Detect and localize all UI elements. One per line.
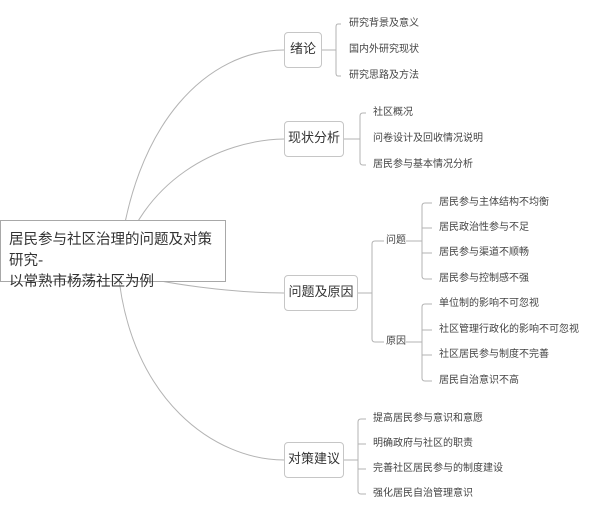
leaf-problem-2[interactable]: 居民政治性参与不足: [439, 222, 529, 233]
leaf-problem-4[interactable]: 居民参与控制感不强: [439, 273, 529, 284]
central-topic-line1: 居民参与社区治理的问题及对策研究-: [9, 232, 212, 269]
leaf-suggestion-3[interactable]: 完善社区居民参与的制度建设: [373, 463, 503, 474]
leaf-problem-1[interactable]: 居民参与主体结构不均衡: [439, 197, 549, 208]
leaf-cause-3[interactable]: 社区居民参与制度不完善: [439, 349, 549, 360]
leaf-suggestion-1[interactable]: 提高居民参与意识和意愿: [373, 413, 483, 424]
branch-problems-causes[interactable]: 问题及原因: [284, 275, 358, 311]
branch-status-analysis[interactable]: 现状分析: [284, 121, 344, 157]
leaf-suggestion-2[interactable]: 明确政府与社区的职责: [373, 438, 473, 449]
leaf-cause-4[interactable]: 居民自治意识不高: [439, 375, 519, 386]
central-topic[interactable]: 居民参与社区治理的问题及对策研究- 以常熟市杨荡社区为例: [0, 220, 226, 290]
leaf-problem-3[interactable]: 居民参与渠道不顺畅: [439, 247, 529, 258]
branch-suggestions[interactable]: 对策建议: [284, 442, 344, 478]
sub-causes[interactable]: 原因: [386, 336, 406, 347]
leaf-community-overview[interactable]: 社区概况: [373, 107, 413, 118]
sub-problems[interactable]: 问题: [386, 235, 406, 246]
connector-root-bullets: [117, 49, 285, 271]
leaf-cause-1[interactable]: 单位制的影响不可忽视: [439, 298, 539, 309]
leaf-suggestion-4[interactable]: 强化居民自治管理意识: [373, 488, 473, 499]
leaf-research-background[interactable]: 研究背景及意义: [349, 18, 419, 29]
connector-root-suggestions: [117, 269, 285, 461]
branch-introduction[interactable]: 绪论: [284, 32, 322, 68]
leaf-questionnaire[interactable]: 问卷设计及回收情况说明: [373, 133, 483, 144]
leaf-cause-2[interactable]: 社区管理行政化的影响不可忽视: [439, 324, 579, 335]
leaf-research-method[interactable]: 研究思路及方法: [349, 70, 419, 81]
leaf-participation-status[interactable]: 居民参与基本情况分析: [373, 159, 473, 170]
central-topic-line2: 以常熟市杨荡社区为例: [9, 274, 154, 290]
leaf-literature-review[interactable]: 国内外研究现状: [349, 44, 419, 55]
